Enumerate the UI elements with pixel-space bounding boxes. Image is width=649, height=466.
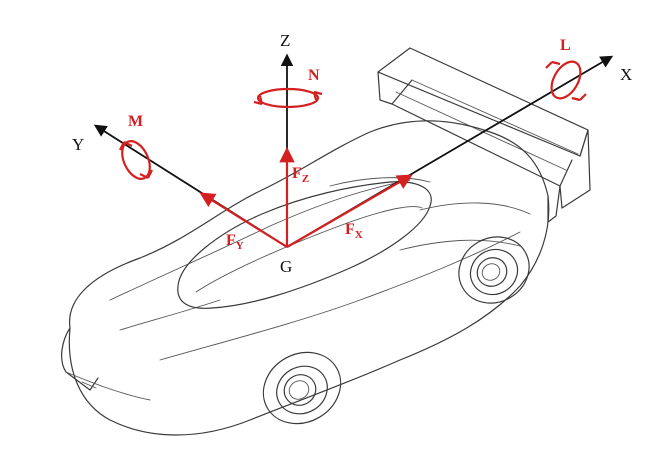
roll-moment-label: L — [560, 37, 571, 54]
car-body — [68, 120, 550, 436]
force-vectors — [199, 146, 413, 248]
force-y-arrow — [199, 192, 288, 248]
pitch-moment-label: M — [128, 113, 143, 130]
force-x-label: FX — [345, 221, 363, 241]
coordinate-axes — [93, 53, 614, 248]
rear-wheel — [458, 236, 530, 304]
yaw-moment-label: N — [308, 67, 320, 84]
roll-moment-icon — [545, 60, 587, 102]
pitch-moment-icon — [119, 140, 153, 180]
origin-label-g: G — [280, 257, 292, 276]
force-x-arrow — [286, 174, 413, 248]
y-axis-label: Y — [72, 135, 84, 154]
force-y-label: FY — [226, 232, 244, 252]
yaw-moment-icon — [253, 87, 323, 109]
canopy — [177, 181, 432, 309]
force-z-label: FZ — [292, 165, 309, 185]
x-axis-label: X — [620, 65, 632, 84]
front-wheel — [262, 351, 342, 425]
z-axis-label: Z — [280, 31, 290, 50]
race-car-outline — [61, 47, 591, 436]
